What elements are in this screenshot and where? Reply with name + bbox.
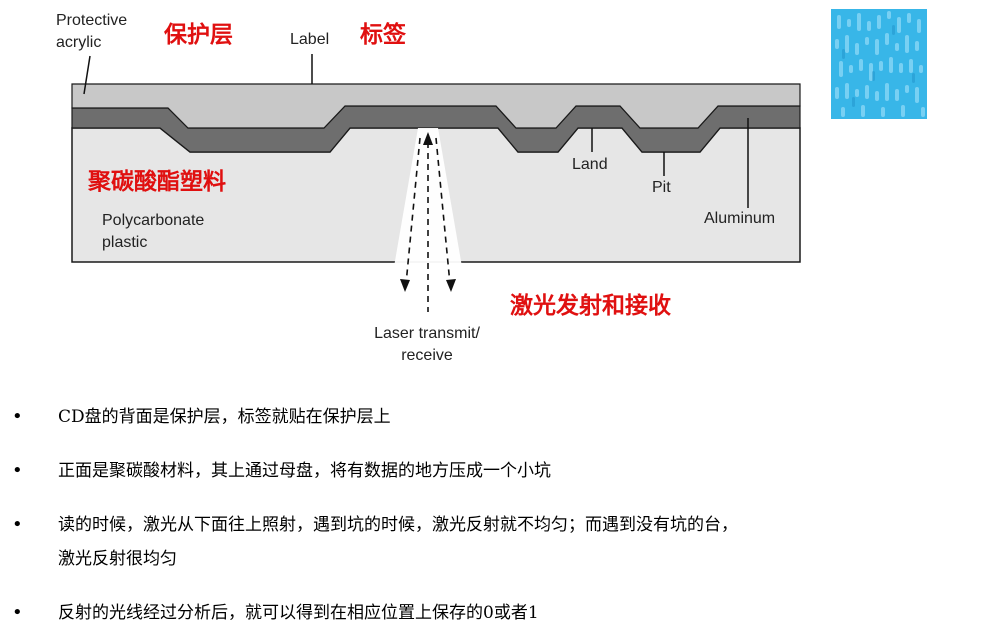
bullet-symbol-4: • bbox=[12, 602, 23, 623]
polycarbonate-line1: Polycarbonate bbox=[102, 212, 205, 229]
aluminum-label: Aluminum bbox=[704, 210, 776, 227]
bullet-symbol-2: • bbox=[12, 460, 23, 481]
bullet-text-3-line2: 激光反射很均匀 bbox=[58, 549, 177, 569]
land-label: Land bbox=[572, 156, 608, 173]
polycarbonate-line2: plastic bbox=[102, 234, 148, 251]
bullet-text-2: 正面是聚碳酸材料，其上通过母盘，将有数据的地方压成一个小坑 bbox=[58, 461, 551, 481]
laser-ray-left bbox=[405, 137, 421, 285]
polycarbonate-plastic-label: Polycarbonate plastic bbox=[102, 210, 204, 254]
bullet-text-3-line1: 读的时候，激光从下面往上照射，遇到坑的时候，激光反射就不均匀；而遇到没有坑的台， bbox=[58, 515, 738, 535]
label-layer bbox=[71, 83, 801, 129]
cd-cross-section-diagram bbox=[71, 54, 801, 312]
polycarbonate-zh: 聚碳酸酯塑料 bbox=[88, 169, 226, 195]
protective-layer-zh: 保护层 bbox=[164, 22, 233, 48]
laser-transmit-receive-label: Laser transmit/ receive bbox=[362, 323, 492, 367]
cd-pit-texture-image bbox=[831, 9, 927, 119]
bullet-symbol-1: • bbox=[12, 406, 23, 427]
protective-acrylic-label: Protective acrylic bbox=[56, 10, 127, 54]
protective-acrylic-line2: acrylic bbox=[56, 34, 102, 51]
arrow-up-icon bbox=[423, 132, 433, 145]
laser-line1: Laser transmit/ bbox=[374, 325, 480, 342]
laser-line2: receive bbox=[401, 347, 453, 364]
label-zh: 标签 bbox=[360, 22, 406, 48]
laser-zh: 激光发射和接收 bbox=[510, 293, 671, 319]
arrow-down-left-icon bbox=[400, 279, 410, 292]
arrow-down-right-icon bbox=[446, 279, 456, 292]
laser-ray-right bbox=[435, 137, 451, 285]
protective-acrylic-line1: Protective bbox=[56, 12, 128, 29]
label-en: Label bbox=[290, 31, 330, 48]
bullet-text-1: CD盘的背面是保护层，标签就贴在保护层上 bbox=[58, 407, 391, 427]
bullet-text-4: 反射的光线经过分析后，就可以得到在相应位置上保存的0或者1 bbox=[58, 603, 539, 623]
pit-label: Pit bbox=[652, 179, 671, 196]
bullet-symbol-3: • bbox=[12, 514, 23, 535]
leader-protective-acrylic bbox=[83, 55, 91, 95]
